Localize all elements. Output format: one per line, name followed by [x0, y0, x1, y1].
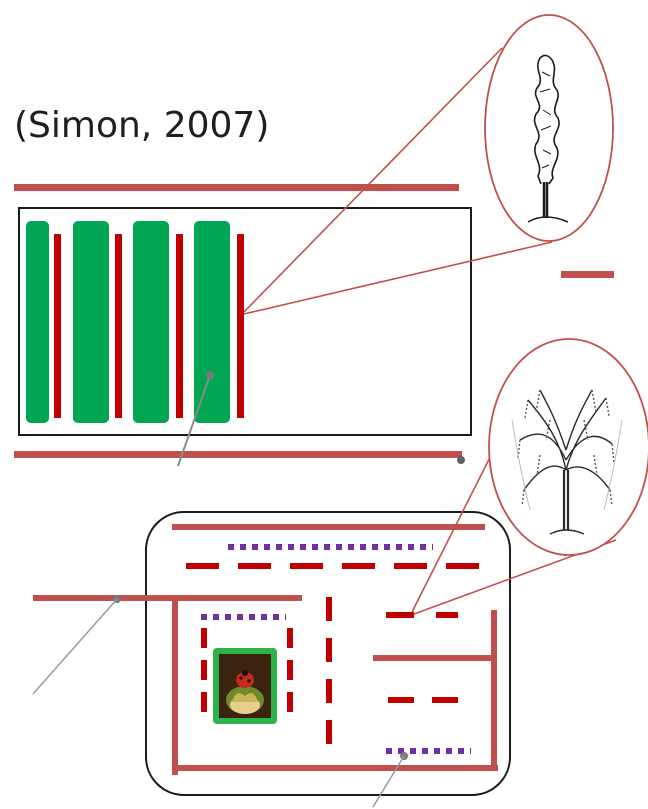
dashed-frame-around-photo	[201, 628, 293, 720]
short-hedge-segment	[561, 271, 614, 278]
inner-top-hedge	[172, 524, 485, 530]
pointer-line-top	[177, 374, 211, 467]
pointer-dot-top	[206, 371, 214, 379]
hedge-line-end-dot	[457, 456, 465, 464]
red-divider-1	[54, 234, 61, 418]
inner-middle-hedge	[373, 655, 496, 661]
red-divider-3	[176, 234, 183, 418]
citation-label: (Simon, 2007)	[14, 105, 269, 146]
green-block-3	[133, 221, 169, 423]
callout-line-upper	[243, 47, 503, 313]
callout-line-lower	[243, 241, 553, 315]
inner-vertical-hedge-left	[172, 601, 178, 775]
columnar-tree-icon	[527, 54, 569, 223]
bottom-hedge-line	[14, 451, 462, 458]
inner-bottom-hedge	[172, 765, 498, 771]
ladybird-on-flower-photo	[213, 648, 277, 724]
green-block-1	[26, 221, 49, 423]
left-crossing-hedge	[33, 595, 302, 601]
callout-ellipse-lower	[488, 338, 648, 556]
red-divider-4	[237, 234, 244, 418]
green-block-2	[73, 221, 109, 423]
red-divider-2	[115, 234, 122, 418]
bottom-section	[32, 511, 511, 808]
bottom-enclosure	[145, 511, 511, 796]
callout-narrow-tree	[243, 14, 614, 315]
callout-ellipse-upper	[484, 14, 614, 242]
green-block-4	[194, 221, 230, 423]
top-section	[14, 184, 614, 467]
top-hedge-line	[14, 184, 459, 191]
pointer-line-left	[32, 598, 118, 695]
top-enclosure	[18, 207, 472, 436]
callout-weeping-tree	[411, 338, 648, 615]
inner-vertical-hedge-right	[491, 610, 497, 770]
pointer-line-bottom	[372, 755, 405, 808]
weeping-tree-icon	[511, 389, 623, 535]
